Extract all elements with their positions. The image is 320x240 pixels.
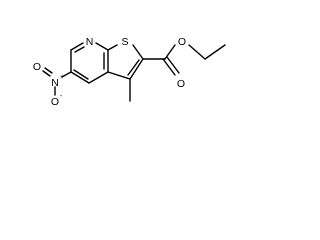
bond-c4-c5-inner xyxy=(73,69,89,80)
bond-c5-nitro-n xyxy=(61,71,72,78)
bond-o-ch2 xyxy=(188,44,206,60)
bond-c2-c3 xyxy=(129,58,144,80)
charge-minus-nitro: - xyxy=(60,93,63,100)
atom-n-pyridine: N xyxy=(86,36,94,48)
atom-s-thiophene: S xyxy=(121,36,128,48)
atom-o-ester: O xyxy=(178,36,186,48)
bond-nitro-n-o-top-b xyxy=(44,67,53,74)
atom-o-carbonyl: O xyxy=(177,78,185,90)
bond-c6-n7 xyxy=(70,42,84,51)
bond-c3-c3a xyxy=(107,71,131,80)
atom-n-nitro: N xyxy=(51,77,59,89)
bond-n7-c7a xyxy=(95,42,109,51)
bond-ch2-ch3 xyxy=(204,44,226,60)
bond-carbonyl-double-b xyxy=(166,56,180,74)
bond-c7a-s1 xyxy=(107,44,118,51)
bond-c4-c5 xyxy=(70,71,90,84)
bond-s1-c2 xyxy=(132,44,144,60)
bond-c3a-c4 xyxy=(88,71,109,84)
atom-o-nitro-bottom: O xyxy=(51,96,59,108)
atom-o-nitro-top: O xyxy=(33,61,41,73)
bond-nitro-n-o-top-a xyxy=(42,70,51,77)
chemical-structure: N S O O N + O O - xyxy=(33,36,226,108)
bond-c-ester-o xyxy=(164,44,176,60)
bond-carbonyl-double-a xyxy=(162,58,176,76)
charge-plus-nitro: + xyxy=(60,74,64,81)
bond-c6-n7-inner xyxy=(74,46,85,53)
bond-c2-c3-inner xyxy=(127,59,140,76)
